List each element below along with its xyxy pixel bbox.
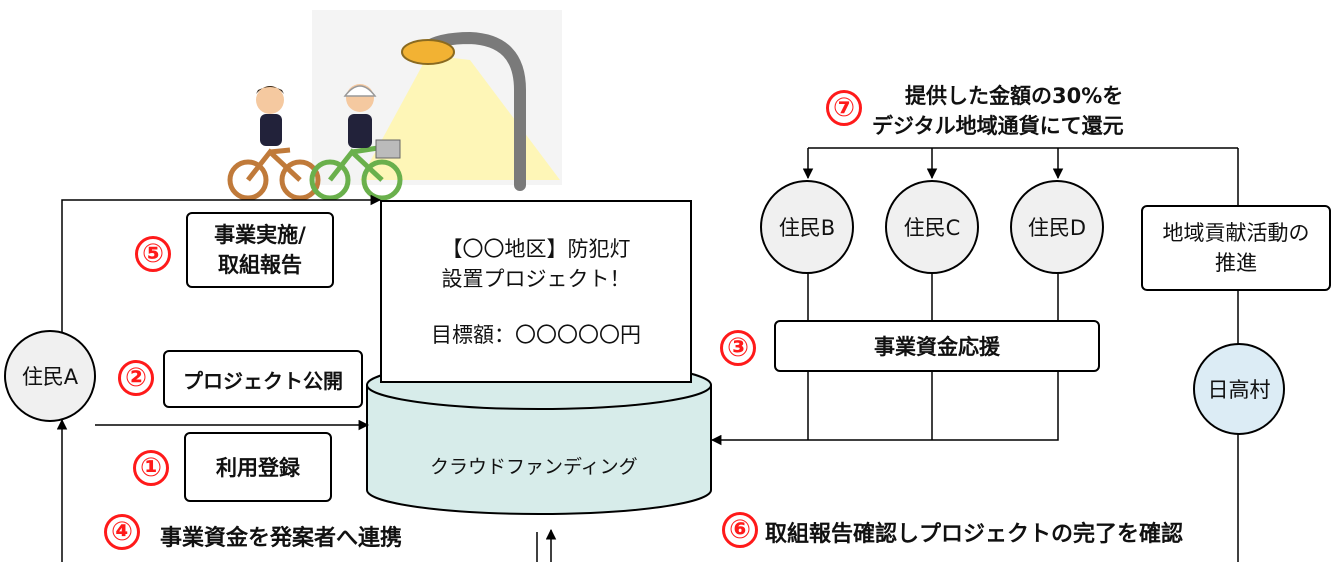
step-6-label: 取組報告確認しプロジェクトの完了を確認 [765, 522, 1184, 547]
step-5-number: ⑤ [135, 236, 171, 272]
bicycle-kids-illustration [227, 84, 403, 201]
step-5-line2: 取組報告 [218, 253, 302, 277]
crowdfunding-label: クラウドファンディング [430, 456, 638, 478]
step-5-box: 事業実施/ 取組報告 [186, 212, 334, 288]
step-4-label: 事業資金を発案者へ連携 [160, 526, 403, 551]
step-7-number: ⑦ [826, 90, 862, 126]
step-3-number: ③ [720, 330, 756, 366]
step-1-number: ① [133, 450, 169, 486]
step-6-number: ⑥ [722, 512, 758, 548]
community-line2: 推進 [1215, 251, 1257, 275]
project-goal: 目標額：〇〇〇〇〇円 [431, 322, 641, 347]
community-activity-box: 地域貢献活動の 推進 [1141, 205, 1331, 291]
project-title-line2: 設置プロジェクト！ [441, 266, 631, 291]
crowdfunding-cylinder [366, 360, 712, 515]
project-title-line1: 【〇〇地区】防犯灯 [441, 236, 631, 261]
step-5-line1: 事業実施/ [214, 223, 306, 247]
step-2-number: ② [118, 360, 154, 396]
step-4-number: ④ [104, 514, 140, 550]
resident-c-node: 住民C [885, 180, 979, 274]
community-line1: 地域貢献活動の [1162, 221, 1310, 245]
project-card: 【〇〇地区】防犯灯 設置プロジェクト！ 目標額：〇〇〇〇〇円 [380, 200, 692, 383]
step-1-box: 利用登録 [184, 432, 332, 502]
resident-a-node: 住民A [4, 330, 96, 422]
step-7-line1: 提供した金額の30%を [905, 84, 1124, 108]
step-7-line2: デジタル地域通貨にて還元 [872, 114, 1124, 138]
resident-d-node: 住民D [1010, 180, 1104, 274]
step-3-box: 事業資金応援 [774, 320, 1100, 372]
step-2-box: プロジェクト公開 [163, 350, 363, 408]
village-node: 日高村 [1193, 343, 1285, 435]
resident-b-node: 住民B [760, 180, 854, 274]
